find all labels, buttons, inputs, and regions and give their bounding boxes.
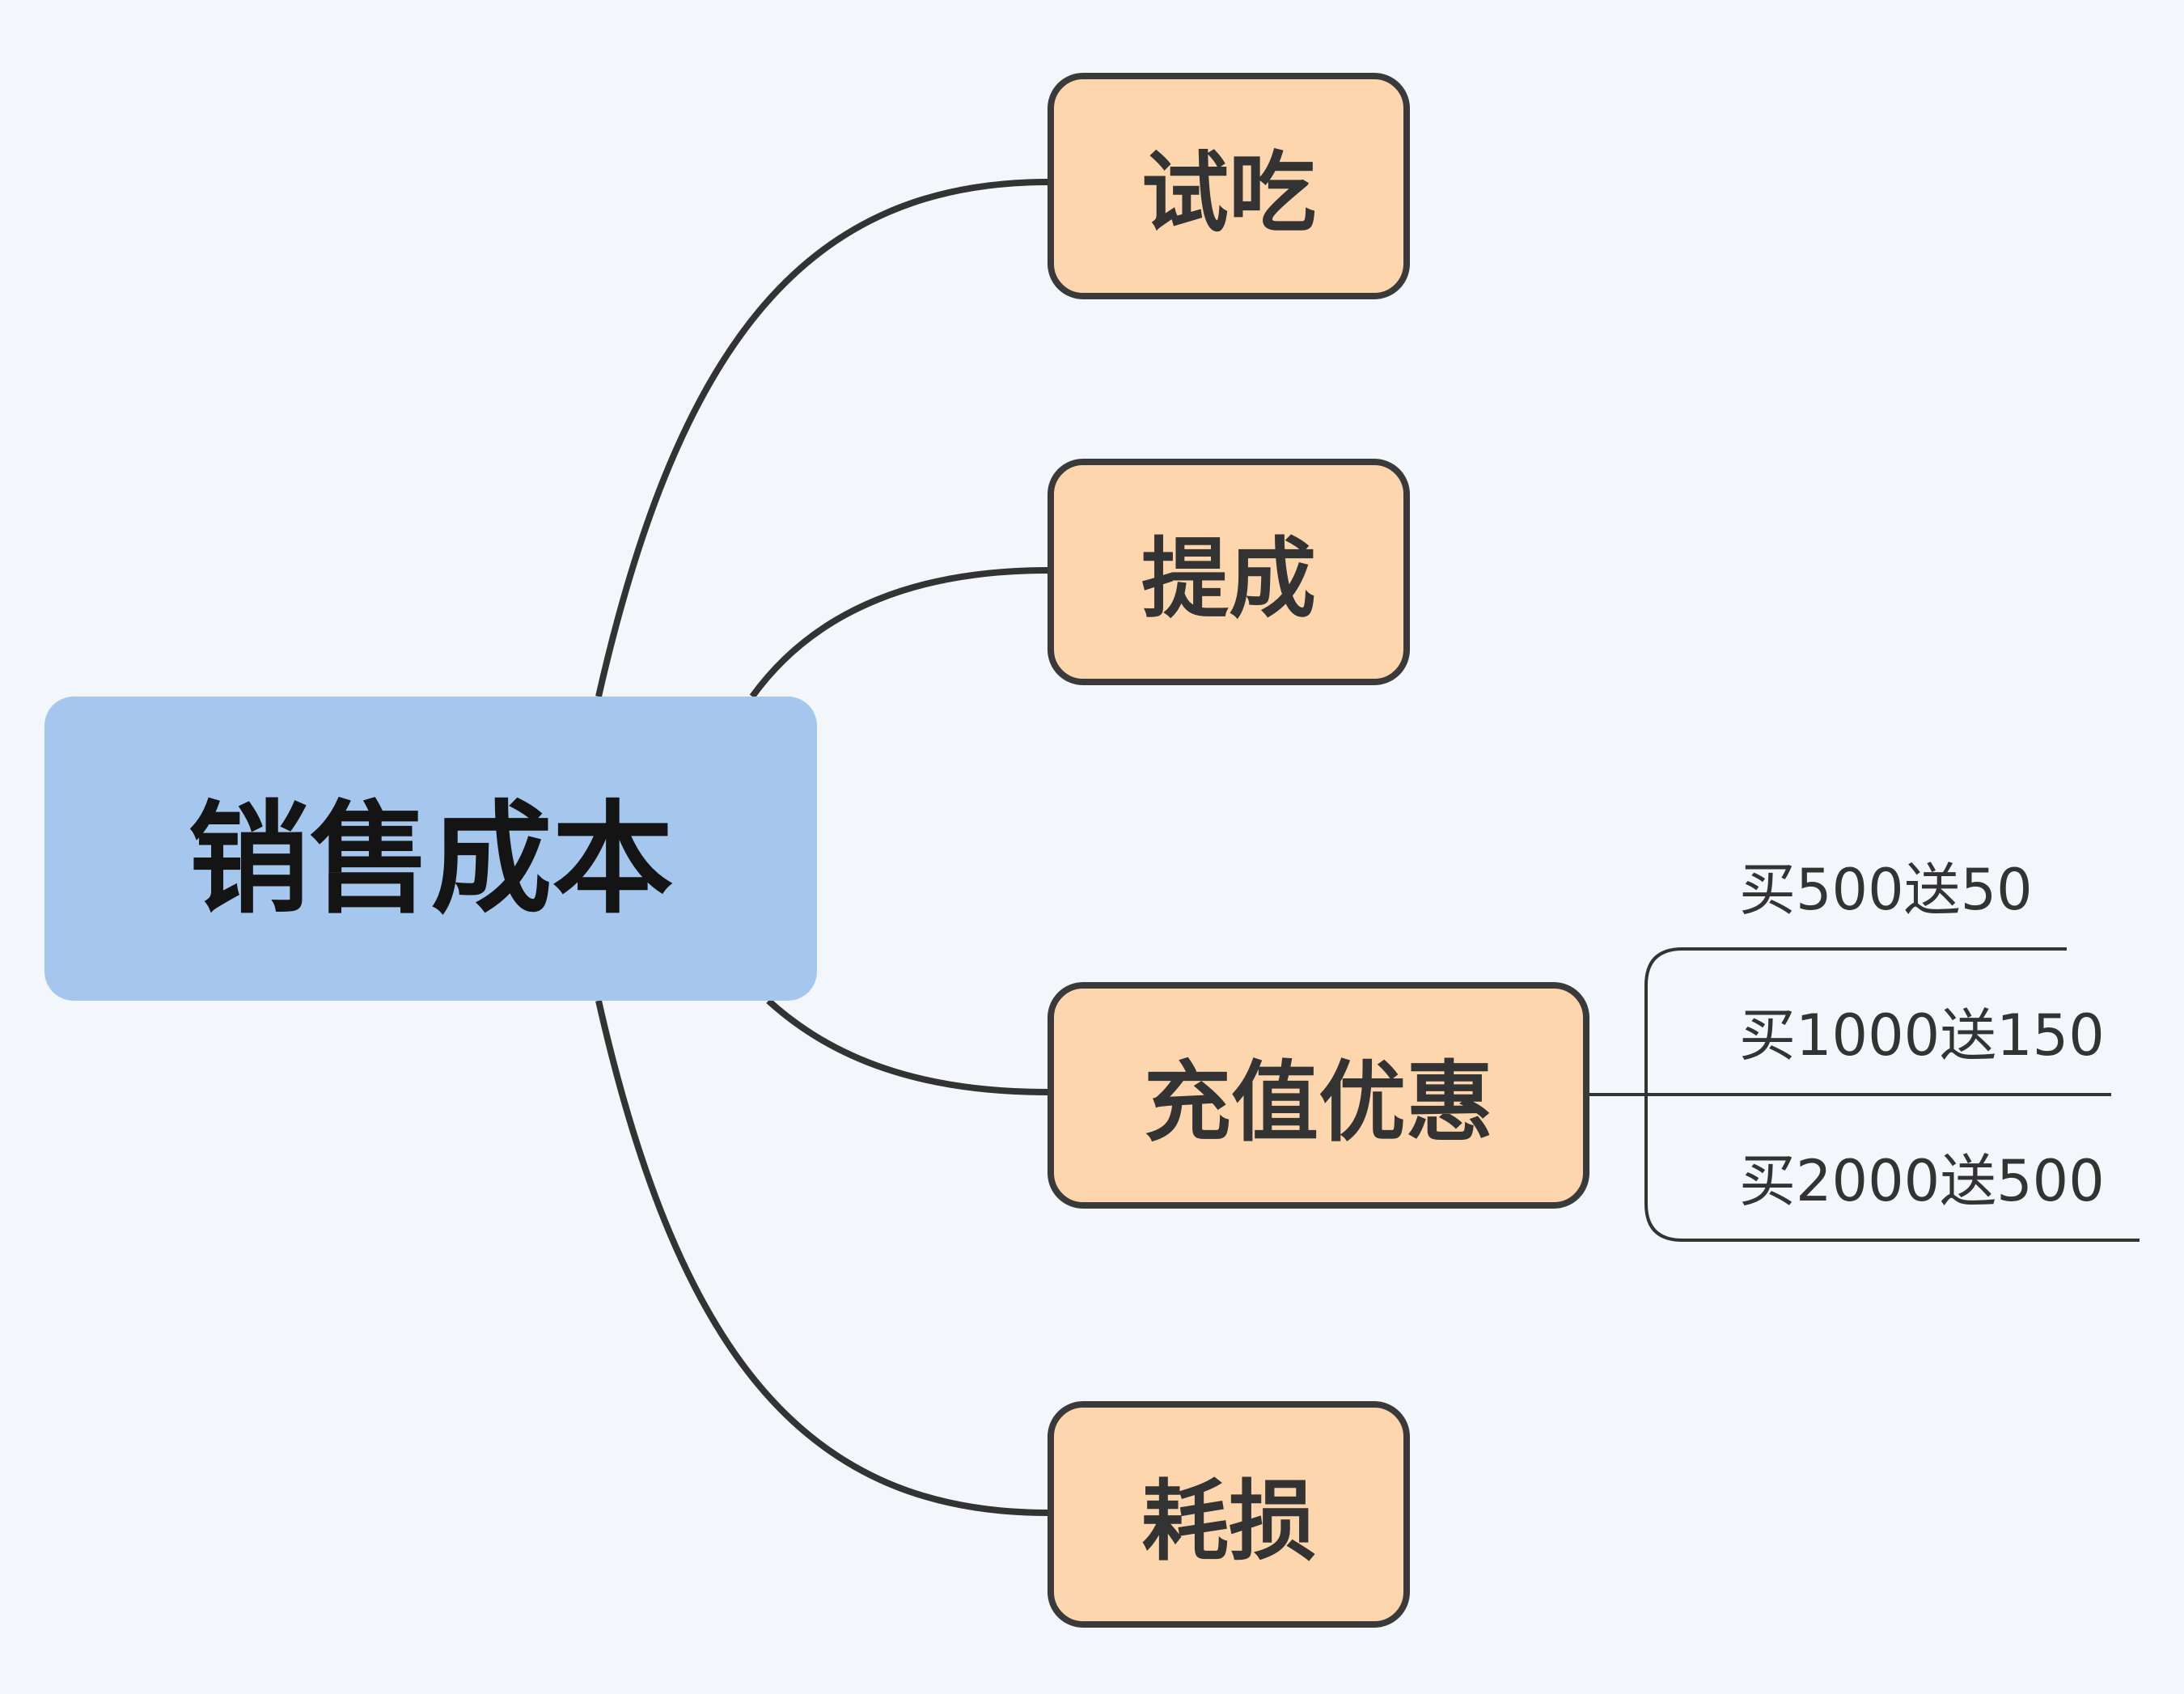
subtopic-3[interactable]: 买2000送500 bbox=[1739, 1148, 2105, 1214]
connector-branch-1 bbox=[595, 179, 1048, 697]
connector-branch-2 bbox=[749, 567, 1048, 699]
branch-topic-1-label: 试吃 bbox=[1141, 143, 1316, 244]
branch-topic-4-label: 耗损 bbox=[1141, 1472, 1316, 1573]
central-topic-label: 销售成本 bbox=[188, 789, 674, 930]
branch-topic-3-label: 充值优惠 bbox=[1143, 1052, 1493, 1154]
branch-topic-2[interactable]: 提成 bbox=[1048, 459, 1410, 685]
branch-topic-4[interactable]: 耗损 bbox=[1048, 1401, 1410, 1628]
branch-topic-3[interactable]: 充值优惠 bbox=[1048, 982, 1589, 1209]
subtopic-2[interactable]: 买1000送150 bbox=[1739, 1002, 2105, 1069]
central-topic[interactable]: 销售成本 bbox=[44, 697, 817, 1001]
subtopic-1[interactable]: 买500送50 bbox=[1739, 857, 2033, 923]
connector-branch-3 bbox=[766, 998, 1048, 1095]
branch-topic-1[interactable]: 试吃 bbox=[1048, 73, 1410, 299]
branch-topic-2-label: 提成 bbox=[1141, 529, 1316, 630]
connector-branch-4 bbox=[595, 1000, 1048, 1516]
